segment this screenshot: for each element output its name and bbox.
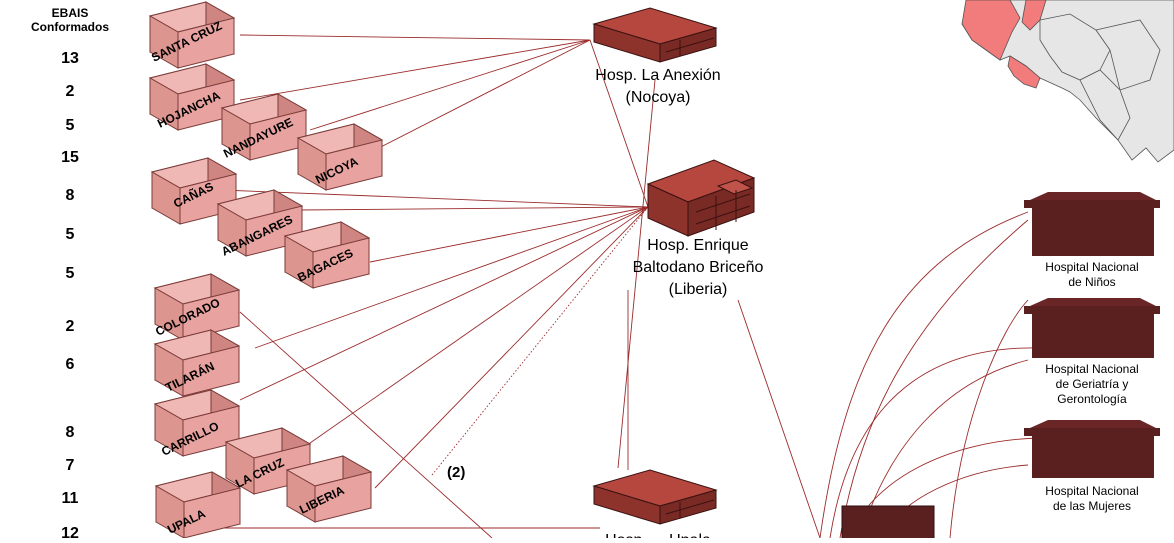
national-label-line: Hospital Nacional <box>1045 484 1139 498</box>
hospital-bottom-label: Hosp. ... Upala <box>548 530 768 538</box>
count-tilaran: 6 <box>65 356 75 373</box>
count-canas: 8 <box>65 187 75 204</box>
ebais-header: EBAIS Conformados <box>18 6 122 34</box>
canton-box-santa-cruz: SANTA CRUZ <box>149 1 235 69</box>
count-bagaces: 5 <box>65 265 75 282</box>
count-liberia: 11 <box>61 490 79 507</box>
canton-box-tilaran: TILARÁN <box>154 329 240 397</box>
canton-box-liberia: LIBERIA <box>286 455 372 523</box>
hospital-liberia-label: Hosp. Enrique Baltodano Briceño (Liberia… <box>588 235 808 301</box>
hospital-anexion-icon <box>592 7 718 63</box>
canton-box-upala: UPALA <box>155 471 241 539</box>
count-abangares: 5 <box>65 226 75 243</box>
national-hospital-ninos-icon <box>1024 192 1160 256</box>
national-hospital-geriatria-icon <box>1024 298 1160 358</box>
canton-box-la-cruz: LA CRUZ <box>225 427 311 495</box>
national-label-line: de Geriatría y <box>1055 377 1129 391</box>
hospital-anexion-location: (Nocoya) <box>625 89 691 106</box>
header-line-1: EBAIS <box>51 6 89 20</box>
count-upala: 12 <box>61 525 79 542</box>
national-hospital-mujeres-icon <box>1024 420 1160 478</box>
central-hospital-icon <box>841 505 935 543</box>
connection-lines <box>205 34 1041 539</box>
canton-box-hojancha: HOJANCHA <box>149 63 235 131</box>
national-label-line: de las Mujeres <box>1052 499 1132 513</box>
count-nicoya: 15 <box>61 149 79 166</box>
national-hospital-geriatria-label: Hospital Nacional de Geriatría y Geronto… <box>1027 362 1157 407</box>
hospital-liberia-location: (Liberia) <box>668 281 728 298</box>
hospital-bottom-icon <box>592 469 718 525</box>
count-hojancha: 2 <box>65 83 75 100</box>
hospital-liberia-icon <box>646 159 756 237</box>
hospital-liberia-name-2: Baltodano Briceño <box>632 259 764 276</box>
count-colorado: 2 <box>65 318 75 335</box>
costa-rica-map <box>961 0 1174 163</box>
hospital-anexion-name: Hosp. La Anexión <box>595 67 721 84</box>
count-nandayure: 5 <box>65 117 75 134</box>
header-line-2: Conformados <box>31 20 109 34</box>
canton-box-nicoya: NICOYA <box>297 123 383 191</box>
count-la-cruz: 7 <box>65 457 75 474</box>
national-label-line: Gerontología <box>1057 392 1127 406</box>
national-label-line: de Niños <box>1068 275 1116 289</box>
count-santa-cruz: 13 <box>61 50 79 67</box>
national-label-line: Hospital Nacional <box>1045 362 1139 376</box>
canton-box-canas: CAÑAS <box>151 157 237 225</box>
national-hospital-mujeres-label: Hospital Nacional de las Mujeres <box>1027 484 1157 514</box>
national-label-line: Hospital Nacional <box>1045 260 1139 274</box>
national-hospital-ninos-label: Hospital Nacional de Niños <box>1027 260 1157 290</box>
hospital-anexion-label: Hosp. La Anexión (Nocoya) <box>548 65 768 109</box>
note-label: (2) <box>447 464 466 481</box>
hospital-liberia-name-1: Hosp. Enrique <box>647 237 749 254</box>
canton-box-colorado: COLORADO <box>153 273 240 341</box>
count-carrillo: 8 <box>65 424 75 441</box>
dotted-connection <box>431 206 649 476</box>
canton-box-bagaces: BAGACES <box>284 221 370 289</box>
